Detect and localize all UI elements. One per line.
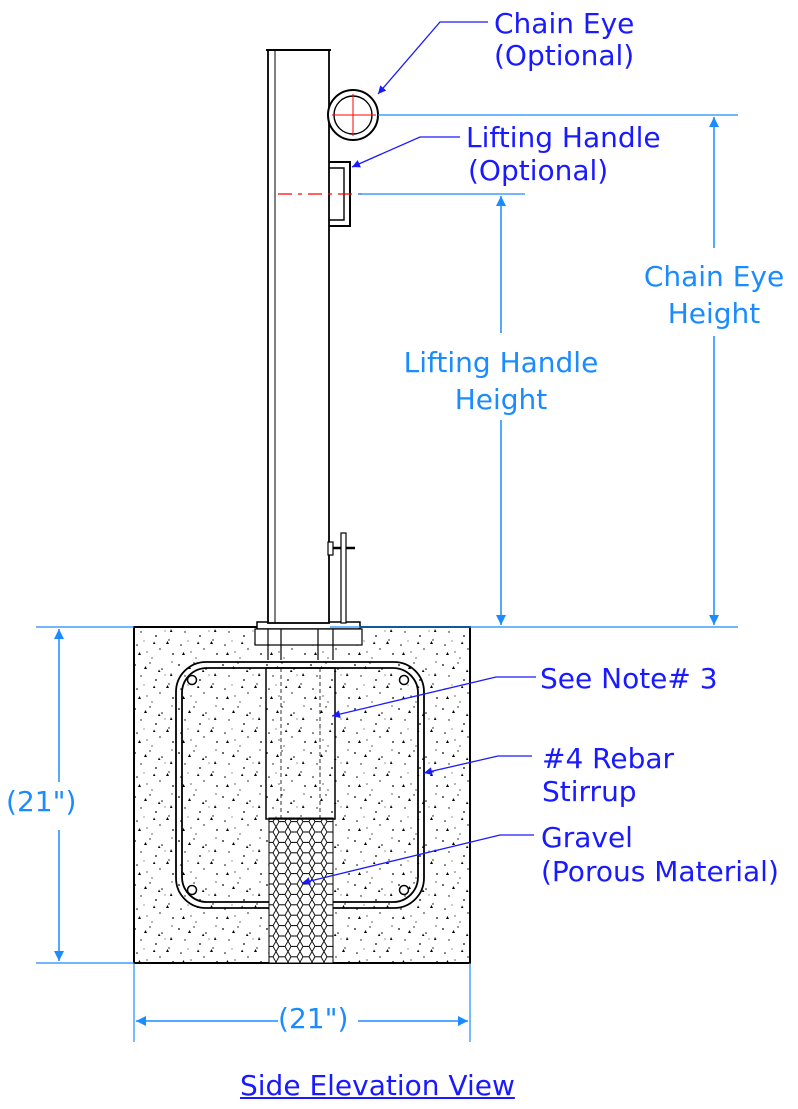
base-plate: [254, 621, 363, 660]
view-title: Side Elevation View: [240, 1069, 515, 1102]
bollard-post: [266, 49, 331, 624]
rebar-bar-bottom-left: [186, 884, 198, 896]
foundation-height-value: 21": [16, 785, 66, 818]
chain-eye-height-label-2: Height: [667, 297, 761, 330]
lifting-handle-optional-label: (Optional): [468, 154, 609, 187]
rebar-bar-top-right: [398, 674, 410, 686]
rebar-bar-bottom-right: [398, 884, 410, 896]
rebar-leader: [423, 755, 532, 776]
rebar-bar-top-left: [186, 674, 198, 686]
chain-eye-leader: [377, 21, 488, 95]
chain-eye-height-label: Chain Eye: [643, 260, 785, 293]
gravel-column: [268, 817, 334, 964]
gravel-porous-label: (Porous Material): [541, 855, 779, 888]
chain-eye-label: Chain Eye: [494, 7, 635, 40]
rebar-stirrup-label: #4 Rebar: [542, 742, 675, 775]
chain-eye: [327, 89, 379, 141]
embedded-sleeve: [265, 667, 336, 820]
foundation-width-value: 21": [288, 1002, 338, 1035]
gravel-label: Gravel: [541, 821, 633, 854]
see-note-leader: [331, 676, 536, 719]
rebar-stirrup-label-2: Stirrup: [542, 775, 637, 808]
see-note-label: See Note# 3: [540, 662, 718, 695]
foundation-width-dimension: [133, 963, 471, 1042]
foundation-width-dimension-label: (21"): [278, 1002, 349, 1035]
foundation-height-dimension-label: (21"): [6, 785, 77, 818]
chain-eye-optional-label: (Optional): [494, 39, 635, 72]
lifting-handle-height-dimension: [358, 193, 525, 625]
foundation-height-dimension: [36, 626, 134, 964]
lifting-handle-height-label-2: Height: [454, 383, 548, 416]
gravel-leader: [301, 834, 534, 886]
callout-leaders: [301, 21, 536, 886]
chain-eye-height-dimension: [330, 114, 738, 628]
lifting-handle-label: Lifting Handle: [466, 121, 661, 154]
lifting-handle-height-label: Lifting Handle: [403, 346, 599, 379]
lock-hardware: [327, 532, 355, 624]
lifting-handle: [278, 161, 362, 227]
lifting-handle-leader: [351, 136, 460, 168]
